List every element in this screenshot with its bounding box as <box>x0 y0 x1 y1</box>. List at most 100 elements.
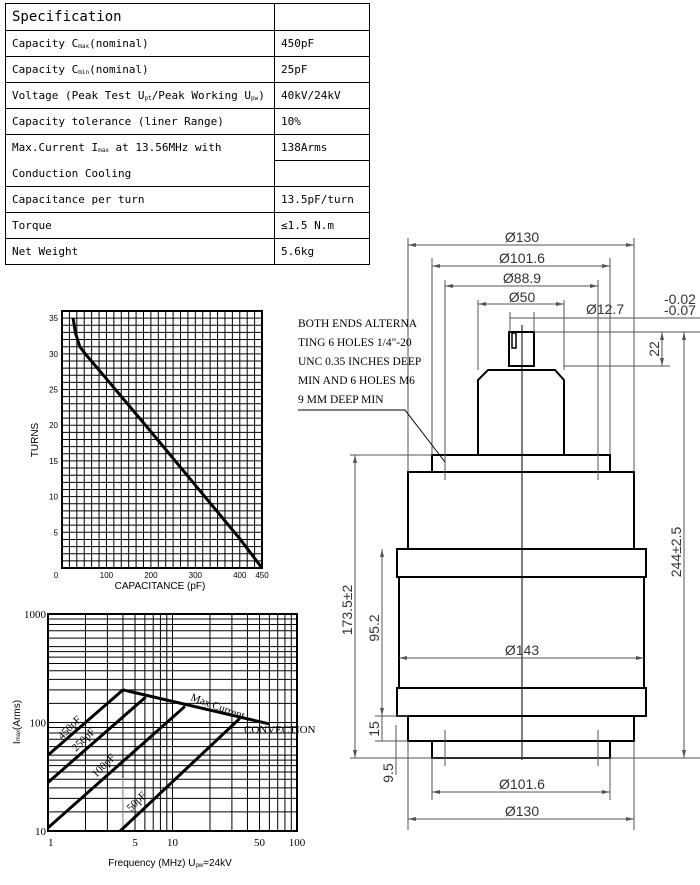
convection-label: CONVECTION <box>244 724 316 736</box>
dim-tolerance-upper: -0.02 <box>664 291 696 307</box>
x-tick-label: 200 <box>144 571 158 580</box>
y-tick-label: 1000 <box>24 609 47 621</box>
spec-label: Max.Current Imax at 13.56MHz with <box>5 134 275 161</box>
spec-label: Net Weight <box>5 238 275 265</box>
dim-height-244: 244±2.5 <box>668 527 684 578</box>
spec-label-part: pt <box>144 95 152 102</box>
spec-label-part: max <box>98 147 109 155</box>
dim-diameter-143: Ø143 <box>505 642 539 658</box>
series-line-50pf <box>119 717 241 833</box>
dimension-lines <box>298 238 700 830</box>
mounting-note: BOTH ENDS ALTERNA TING 6 HOLES 1/4"-20 U… <box>298 318 421 406</box>
spec-label: Conduction Cooling <box>5 160 275 187</box>
spec-label-part: Capacity C <box>12 63 79 76</box>
spec-header-blank <box>274 3 370 31</box>
dim-diameter-101-bottom: Ø101.6 <box>499 776 545 792</box>
spec-label-part: at 13.56MHz with <box>108 141 222 155</box>
spec-label-part: ) <box>258 89 265 102</box>
y-tick-label: 100 <box>30 718 47 730</box>
series-line-250pf <box>47 695 147 784</box>
label-50pf: 50pF <box>125 790 149 814</box>
spec-value: 5.6kg <box>274 238 370 265</box>
dim-diameter-101-top: Ø101.6 <box>499 250 545 266</box>
spec-label-part: Capacity C <box>12 37 79 50</box>
y-tick-label: 25 <box>49 386 58 395</box>
dim-tolerance-lower: -0.07 <box>664 302 696 318</box>
note-line: BOTH ENDS ALTERNA <box>298 318 418 330</box>
specification-table: Specification Capacity Cmax(nominal)450p… <box>5 3 370 265</box>
x-tick-label: 50 <box>254 837 266 849</box>
dim-diameter-50: Ø50 <box>509 289 536 305</box>
y-tick-label: 15 <box>49 457 58 466</box>
series-line-100pf <box>47 705 186 829</box>
dim-diameter-130-bottom: Ø130 <box>505 803 539 819</box>
spec-row: Torque ≤1.5 N.m <box>5 212 370 239</box>
y-tick-label: 35 <box>49 314 58 323</box>
spec-label-part: (nominal) <box>89 37 149 50</box>
y-tick-label: 30 <box>49 350 58 359</box>
capacitor-dimension-drawing: Ø130 Ø101.6 Ø88.9 Ø50 Ø12.7 -0.02 -0.07 … <box>298 229 700 830</box>
dim-diameter-88: Ø88.9 <box>503 270 541 286</box>
spec-label-part: /Peak Working U <box>151 89 252 102</box>
spec-label-part: (nominal) <box>89 63 149 76</box>
note-line: 9 MM DEEP MIN <box>298 394 384 406</box>
spec-label-part: Capacity tolerance (liner Range) <box>12 115 224 128</box>
dim-height-22: 22 <box>646 341 662 357</box>
spec-label: Capacitance per turn <box>5 186 275 213</box>
spec-row: Capacity tolerance (liner Range)10% <box>5 108 370 135</box>
spec-label-part: Voltage (Peak Test U <box>12 89 145 102</box>
y-tick-label: 20 <box>49 421 58 430</box>
current-chart-ylabel: Imax(Arms) <box>12 700 23 744</box>
x-tick-label: 0 <box>54 571 59 580</box>
turns-chart-grid <box>61 310 262 569</box>
spec-header-row: Specification <box>5 3 370 31</box>
spec-row: Conduction Cooling <box>5 160 370 187</box>
spec-title: Specification <box>5 3 275 31</box>
turns-chart-ylabel: TURNS <box>30 422 41 457</box>
spec-label-part: Torque <box>12 219 52 232</box>
note-line: MIN AND 6 HOLES M6 <box>298 375 415 387</box>
x-tick-label: 5 <box>132 837 138 849</box>
spec-label-part: Conduction Cooling <box>12 166 132 180</box>
dim-height-9-5: 9.5 <box>380 763 396 783</box>
x-tick-label: 450 <box>255 571 269 580</box>
spec-value: 25pF <box>274 56 370 83</box>
spec-row: Capacity Cmin(nominal)25pF <box>5 56 370 83</box>
turns-chart-xlabel: CAPACITANCE (pF) <box>115 581 206 592</box>
dim-height-95-2: 95.2 <box>366 614 382 641</box>
spec-value: 138Arms <box>274 134 370 161</box>
spec-label: Capacity tolerance (liner Range) <box>5 108 275 135</box>
x-tick-label: 400 <box>233 571 247 580</box>
spec-label-part: Max.Current I <box>12 141 99 155</box>
spec-row: Voltage (Peak Test Upt/Peak Working Upw)… <box>5 82 370 109</box>
current-chart-frame <box>47 613 298 832</box>
dim-height-173-5: 173.5±2 <box>339 585 355 636</box>
turns-curve <box>71 317 264 569</box>
dim-diameter-130-top: Ø130 <box>505 229 539 245</box>
y-tick-label: 10 <box>49 493 58 502</box>
spec-value: ≤1.5 N.m <box>274 212 370 239</box>
current-chart-xlabel: Frequency (MHz) Upw=24kV <box>108 858 232 869</box>
x-tick-label: 300 <box>189 571 203 580</box>
turns-chart-frame <box>61 310 263 569</box>
x-tick-label: 100 <box>289 837 306 849</box>
spec-label-part: min <box>78 69 90 76</box>
x-tick-label: 1 <box>48 837 54 849</box>
spec-label-part: max <box>78 43 90 50</box>
spec-label-part: Net Weight <box>12 245 79 258</box>
spec-label-part: pw <box>251 95 259 102</box>
note-line: UNC 0.35 INCHES DEEP <box>298 356 421 368</box>
y-tick-label: 10 <box>35 826 47 838</box>
spec-label: Capacity Cmin(nominal) <box>5 56 275 83</box>
spec-row: Net Weight 5.6kg <box>5 238 370 265</box>
x-tick-label: 100 <box>100 571 114 580</box>
spec-label-part: Capacitance per turn <box>12 193 145 206</box>
series-line-max-current <box>122 688 270 726</box>
x-tick-label: 10 <box>167 837 179 849</box>
dim-diameter-12-7: Ø12.7 <box>586 301 624 317</box>
